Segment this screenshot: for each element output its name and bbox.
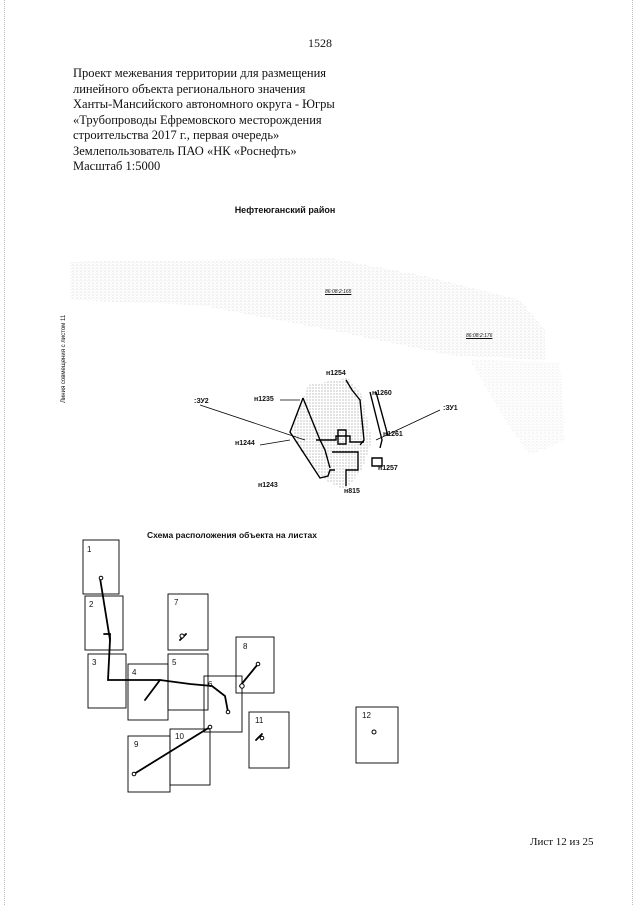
page-number: 1528	[308, 36, 332, 50]
route-node	[98, 575, 377, 777]
sheet-number: 5	[172, 658, 177, 667]
scheme-title: Схема расположения объекта на листах	[147, 530, 317, 540]
title-line: «Трубопроводы Ефремовского месторождения	[73, 112, 322, 127]
title-block: Проект межевания территории для размещен…	[73, 66, 335, 175]
sheet-number: 12	[362, 711, 371, 720]
sheet-frame	[167, 653, 209, 711]
parcel-region	[292, 378, 372, 490]
sheet-number: 1	[87, 545, 92, 554]
point-label-n1254: н1254	[326, 370, 346, 377]
sheet-number: 4	[132, 668, 137, 677]
right-edge-line	[632, 0, 633, 905]
title-line: Ханты-Мансийского автономного округа - Ю…	[73, 97, 335, 111]
title-line: Проект межевания территории для размещен…	[73, 66, 327, 80]
parcel-boundary	[289, 379, 389, 486]
district-label: Нефтеюганский район	[234, 205, 336, 215]
leader-line	[199, 399, 441, 446]
point-label-n1243: н1243	[258, 482, 278, 489]
sheet-number: 10	[175, 732, 184, 741]
sheet-frame	[169, 728, 211, 786]
sheet-frame	[235, 636, 275, 694]
sheet-frame	[82, 539, 120, 595]
title-line: Масштаб 1:5000	[73, 159, 161, 173]
title-line: линейного объекта регионального значения	[73, 81, 306, 96]
point-label-n1235: н1235	[254, 396, 274, 403]
sheet-number: 2	[89, 600, 94, 609]
title-line: строительства 2017 г., первая очередь»	[73, 128, 280, 142]
point-label-n1261: н1261	[383, 431, 403, 438]
point-label-n1257: н1257	[378, 465, 398, 472]
sheet-number: 9	[134, 740, 139, 749]
sheet-footer: Лист 12 из 25	[530, 836, 594, 848]
sheet-frame	[203, 675, 243, 733]
sheet-frame	[355, 706, 399, 764]
sheet-frame	[167, 593, 209, 651]
sheet-frame	[248, 711, 290, 769]
point-label-n1260: н1260	[372, 390, 392, 397]
sheet-number: 7	[174, 598, 179, 607]
sheet-number: 6	[208, 680, 213, 689]
sheet-number: 11	[255, 716, 264, 725]
land-area	[70, 258, 545, 360]
land-area	[470, 360, 565, 455]
parcel-label-zu1: :ЗУ1	[443, 405, 458, 412]
left-edge-line	[4, 0, 5, 905]
point-label-n815: н815	[344, 488, 360, 495]
parcel-label-zu2: :ЗУ2	[194, 398, 209, 405]
cadastral-number: 86:08:2:165	[325, 289, 352, 295]
cadastral-number: 86:08:2:176	[466, 333, 493, 339]
point-label-n1244: н1244	[235, 440, 255, 447]
sheet-number: 3	[92, 658, 97, 667]
sheet-frame	[84, 595, 124, 651]
sheet-frames	[82, 539, 399, 793]
sheet-number: 8	[243, 642, 248, 651]
sheet-frame	[87, 653, 127, 709]
title-line: Землепользователь ПАО «НК «Роснефть»	[73, 143, 297, 158]
